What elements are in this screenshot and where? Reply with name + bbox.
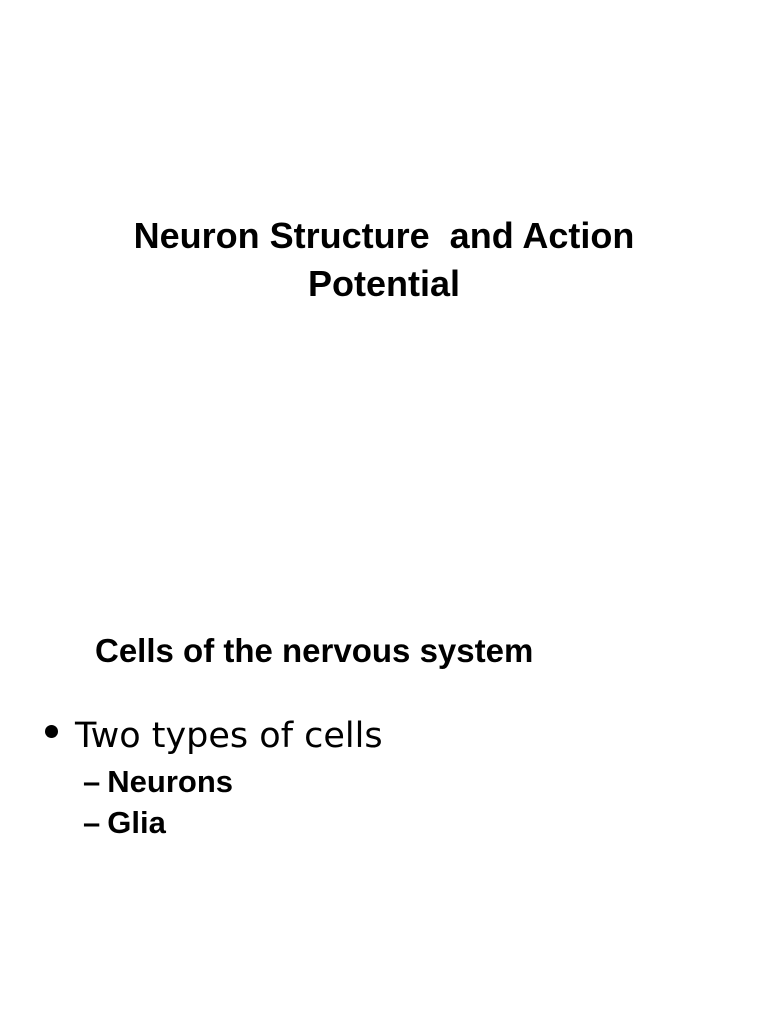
dash-marker: – [83,805,101,840]
dash-marker: – [83,764,101,799]
slide-heading: Cells of the nervous system [95,632,534,669]
sub-bullet-item-neurons: –Neurons [83,766,233,797]
sub-bullet-item-glia: –Glia [83,807,166,838]
sub-bullet-label: Glia [107,805,166,840]
sub-bullet-label: Neurons [107,764,233,799]
slide-title: Neuron Structure and Action Potential [133,215,635,304]
bullet-icon [45,725,58,738]
bullet-item-two-types-of-cells: Two types of cells [75,716,383,756]
